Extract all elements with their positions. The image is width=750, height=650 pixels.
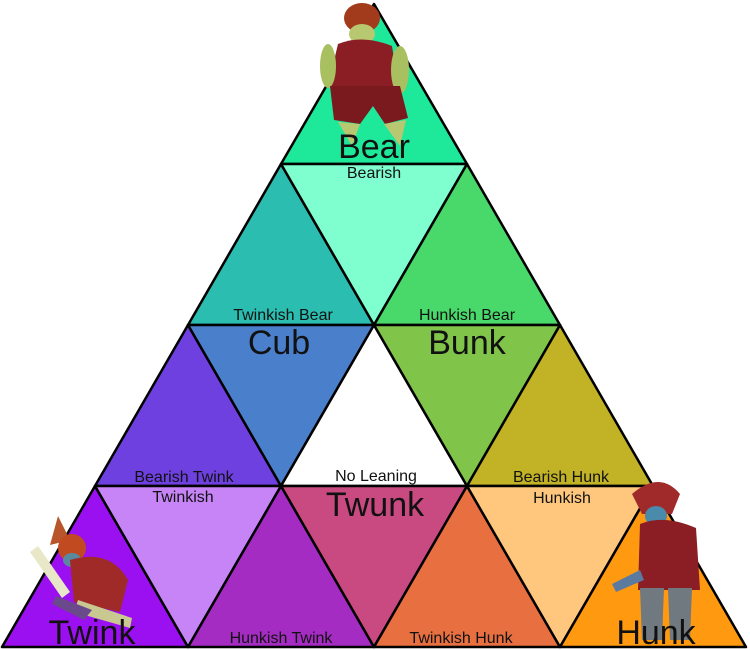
label-bearish-hunk: Bearish Hunk xyxy=(513,469,610,486)
label-hunk: Hunk xyxy=(616,614,696,650)
label-bearish: Bearish xyxy=(347,165,401,182)
label-bearish-twink: Bearish Twink xyxy=(134,469,234,486)
twink-character-figure xyxy=(30,516,132,628)
label-twinkish-bear: Twinkish Bear xyxy=(233,307,333,324)
label-hunkish-twink: Hunkish Twink xyxy=(230,630,334,647)
label-hunkish: Hunkish xyxy=(533,490,591,507)
hunk-character-figure xyxy=(612,482,700,640)
label-twink: Twink xyxy=(49,614,137,650)
label-bunk: Bunk xyxy=(428,324,506,362)
label-twinkish-hunk: Twinkish Hunk xyxy=(409,630,513,647)
label-twunk: Twunk xyxy=(326,486,425,524)
label-bear: Bear xyxy=(338,128,410,166)
bear-character-figure xyxy=(320,3,409,146)
label-no-leaning: No Leaning xyxy=(335,468,417,485)
label-hunkish-bear: Hunkish Bear xyxy=(419,307,516,324)
label-twinkish: Twinkish xyxy=(152,489,213,506)
label-cub: Cub xyxy=(248,324,310,362)
